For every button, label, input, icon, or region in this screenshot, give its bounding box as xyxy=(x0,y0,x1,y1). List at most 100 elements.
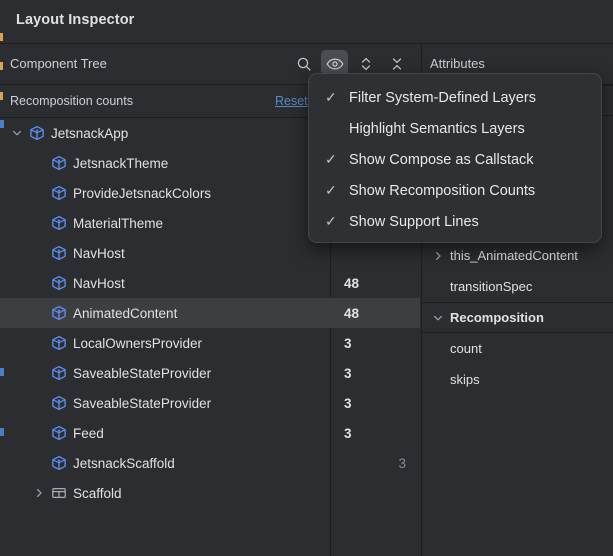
check-icon: ✓ xyxy=(325,89,337,105)
compose-cube-icon xyxy=(50,215,67,232)
menu-item[interactable]: ✓ Show Support Lines xyxy=(309,206,601,237)
tree-row[interactable]: NavHost xyxy=(0,238,420,268)
tree-row[interactable]: LocalOwnersProvider 3 xyxy=(0,328,420,358)
attributes-row-label: this_AnimatedContent xyxy=(450,248,578,263)
tree-row-count-cell: 3 xyxy=(330,358,420,388)
tree-row[interactable]: JetsnackApp xyxy=(0,118,420,148)
tree-row-label: SaveableStateProvider xyxy=(73,395,212,411)
compose-cube-icon xyxy=(50,395,67,412)
tree-row-count-cell: 3 xyxy=(330,418,420,448)
tree-row-label: MaterialTheme xyxy=(73,215,164,231)
window-titlebar: Layout Inspector xyxy=(0,0,613,44)
attributes-row[interactable]: count xyxy=(422,333,613,364)
menu-item-label: Show Recomposition Counts xyxy=(349,182,536,199)
attributes-row-label: skips xyxy=(450,372,480,387)
component-tree-header: Component Tree xyxy=(0,44,420,85)
search-icon[interactable] xyxy=(290,50,317,77)
chevron-down-icon[interactable] xyxy=(10,126,24,140)
reset-counts-link[interactable]: Reset xyxy=(275,94,308,108)
tree-row[interactable]: Feed 3 xyxy=(0,418,420,448)
attributes-row[interactable]: skips xyxy=(422,364,613,395)
tree-row-count-cell: 3 xyxy=(330,388,420,418)
tree-row-label: AnimatedContent xyxy=(73,305,178,321)
compose-cube-icon xyxy=(50,455,67,472)
menu-item-label: Highlight Semantics Layers xyxy=(349,120,525,137)
menu-item[interactable]: ✓ Filter System-Defined Layers xyxy=(309,82,601,113)
tree-row-label: Scaffold xyxy=(73,485,122,501)
attributes-row-label: transitionSpec xyxy=(450,279,533,294)
chevron-right-icon[interactable] xyxy=(32,486,46,500)
view-options-menu[interactable]: ✓Filter System-Defined Layers✓Highlight … xyxy=(308,73,602,243)
tree-row-label: Feed xyxy=(73,425,104,441)
tree-row-label: ProvideJetsnackColors xyxy=(73,185,212,201)
recomposition-count: 3 xyxy=(344,365,352,381)
attributes-section-header[interactable]: Recomposition xyxy=(422,302,613,333)
tree-row-label: NavHost xyxy=(73,275,125,291)
page-title: Layout Inspector xyxy=(16,12,135,28)
tree-row[interactable]: MaterialTheme xyxy=(0,208,420,238)
menu-item-label: Show Compose as Callstack xyxy=(349,151,534,168)
recomposition-count: 3 xyxy=(398,455,406,471)
tree-row-label: NavHost xyxy=(73,245,125,261)
recomposition-count: 3 xyxy=(344,425,352,441)
tree-row-count-cell: 48 xyxy=(330,268,420,298)
tree-row-label: JetsnackApp xyxy=(51,125,129,141)
gutter-marker xyxy=(0,120,4,128)
collapse-all-icon[interactable] xyxy=(383,50,410,77)
recomposition-count: 3 xyxy=(344,335,352,351)
gutter-marker xyxy=(0,428,4,436)
check-icon: ✓ xyxy=(325,151,337,167)
tree-row-label: LocalOwnersProvider xyxy=(73,335,203,351)
tree-row[interactable]: Scaffold xyxy=(0,478,420,508)
compose-cube-icon xyxy=(50,245,67,262)
tree-count-column-divider xyxy=(330,118,331,556)
attributes-row-label: Recomposition xyxy=(450,310,544,325)
tree-row[interactable]: JetsnackScaffold 3 xyxy=(0,448,420,478)
tree-row-label: SaveableStateProvider xyxy=(73,365,212,381)
eye-icon[interactable] xyxy=(321,50,348,77)
compose-cube-icon xyxy=(50,155,67,172)
chevron-right-icon[interactable] xyxy=(432,250,444,262)
component-tree-toolbar xyxy=(290,50,410,77)
compose-cube-icon xyxy=(50,425,67,442)
menu-item[interactable]: ✓Highlight Semantics Layers xyxy=(309,113,601,144)
view-layout-icon xyxy=(50,485,67,502)
compose-cube-icon xyxy=(50,275,67,292)
tree-row[interactable]: ProvideJetsnackColors xyxy=(0,178,420,208)
tree-row-count-cell: 3 xyxy=(330,448,420,478)
compose-cube-icon xyxy=(50,365,67,382)
recomposition-count: 48 xyxy=(344,305,360,321)
tree-row[interactable]: SaveableStateProvider 3 xyxy=(0,358,420,388)
attributes-title: Attributes xyxy=(430,56,485,71)
compose-cube-icon xyxy=(50,185,67,202)
gutter-marker xyxy=(0,92,3,100)
tree-row-count-cell: 48 xyxy=(330,298,420,328)
recomposition-count: 48 xyxy=(344,275,360,291)
tree-row-count-cell xyxy=(330,478,420,508)
attributes-row[interactable]: this_AnimatedContent xyxy=(422,240,613,271)
tree-row-count-cell: 3 xyxy=(330,328,420,358)
recomposition-counts-label: Recomposition counts xyxy=(10,94,133,108)
check-icon: ✓ xyxy=(325,213,337,229)
component-tree-title: Component Tree xyxy=(10,56,107,71)
compose-cube-icon xyxy=(50,335,67,352)
attributes-row[interactable]: transitionSpec xyxy=(422,271,613,302)
tree-row-label: JetsnackTheme xyxy=(73,155,169,171)
tree-row-label: JetsnackScaffold xyxy=(73,455,175,471)
tree-row[interactable]: NavHost 48 xyxy=(0,268,420,298)
menu-item[interactable]: ✓ Show Compose as Callstack xyxy=(309,144,601,175)
compose-cube-icon xyxy=(28,125,45,142)
tree-row[interactable]: SaveableStateProvider 3 xyxy=(0,388,420,418)
expand-all-icon[interactable] xyxy=(352,50,379,77)
compose-cube-icon xyxy=(50,305,67,322)
menu-item-label: Show Support Lines xyxy=(349,213,479,230)
gutter-marker xyxy=(0,33,3,41)
menu-item[interactable]: ✓Show Recomposition Counts xyxy=(309,175,601,206)
tree-row[interactable]: JetsnackTheme xyxy=(0,148,420,178)
gutter-marker xyxy=(0,62,3,70)
tree-row[interactable]: AnimatedContent 48 xyxy=(0,298,420,328)
menu-item-label: Filter System-Defined Layers xyxy=(349,89,536,106)
gutter-marker xyxy=(0,368,4,376)
chevron-down-icon[interactable] xyxy=(432,312,444,324)
